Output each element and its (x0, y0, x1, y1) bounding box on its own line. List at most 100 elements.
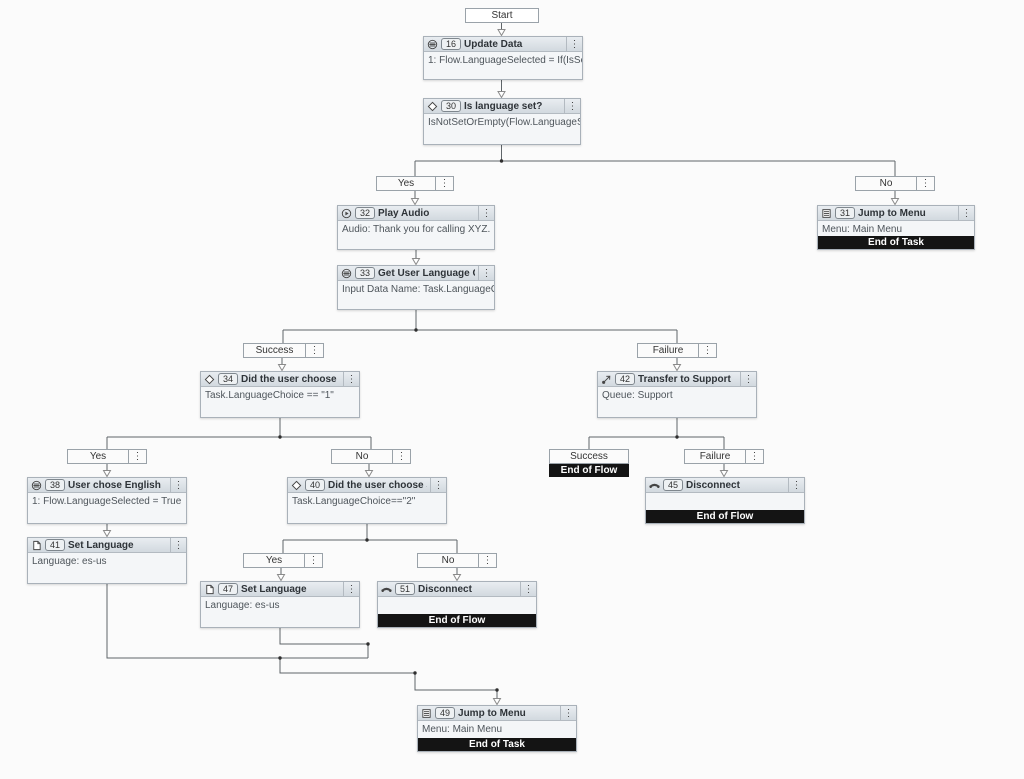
node-title: Disconnect (418, 583, 472, 595)
kebab-menu-icon[interactable]: ⋮ (343, 582, 359, 596)
node-title: Did the user choose English? (241, 373, 340, 385)
node-body: Audio: Thank you for calling XYZ. (342, 224, 491, 235)
node-body (646, 493, 804, 499)
kebab-menu-icon[interactable]: ⋮ (304, 554, 322, 567)
kebab-menu-icon[interactable]: ⋮ (478, 266, 494, 280)
branch-label-no[interactable]: No ⋮ (417, 553, 497, 568)
kebab-menu-icon[interactable]: ⋮ (740, 372, 756, 386)
kebab-menu-icon[interactable]: ⋮ (745, 450, 763, 463)
kebab-menu-icon[interactable]: ⋮ (564, 99, 580, 113)
node-number-badge: 31 (835, 207, 856, 219)
kebab-menu-icon[interactable]: ⋮ (478, 206, 494, 220)
node-header: 45 Disconnect ⋮ (646, 478, 804, 493)
node-title: Play Audio (378, 207, 430, 219)
branch-label-no[interactable]: No ⋮ (331, 449, 411, 464)
menu-icon (421, 708, 432, 719)
node-number-badge: 51 (395, 583, 416, 595)
branch-label-text: Success (570, 451, 608, 462)
node-title: Set Language (68, 539, 134, 551)
node-number-badge: 16 (441, 38, 462, 50)
kebab-menu-icon[interactable]: ⋮ (170, 538, 186, 552)
node-disconnect-45[interactable]: 45 Disconnect ⋮ End of Flow (645, 477, 805, 524)
kebab-menu-icon[interactable]: ⋮ (170, 478, 186, 492)
branch-label-text: No (879, 178, 893, 189)
node-play-audio-32[interactable]: 32 Play Audio ⋮ Audio: Thank you for cal… (337, 205, 495, 250)
branch-label-success[interactable]: Success (549, 449, 629, 464)
node-body: 1: Flow.LanguageSelected = True (32, 496, 182, 507)
start-node[interactable]: Start (465, 8, 539, 23)
audio-icon (341, 208, 352, 219)
kebab-menu-icon[interactable]: ⋮ (478, 554, 496, 567)
node-number-badge: 30 (441, 100, 462, 112)
node-header: 49 Jump to Menu ⋮ (418, 706, 576, 721)
node-jump-to-menu-49[interactable]: 49 Jump to Menu ⋮ Menu: Main Menu End of… (417, 705, 577, 752)
node-disconnect-51[interactable]: 51 Disconnect ⋮ End of Flow (377, 581, 537, 628)
kebab-menu-icon[interactable]: ⋮ (305, 344, 323, 357)
node-title: Did the user choose Spanish? (328, 479, 427, 491)
branch-label-text: Failure (652, 345, 684, 356)
node-did-user-choose-english-34[interactable]: 34 Did the user choose English? ⋮ Task.L… (200, 371, 360, 418)
kebab-menu-icon[interactable]: ⋮ (698, 344, 716, 357)
end-of-flow-bar: End of Flow (549, 464, 629, 477)
node-get-user-language-choice-33[interactable]: 33 Get User Language Choice ⋮ Input Data… (337, 265, 495, 310)
node-header: 51 Disconnect ⋮ (378, 582, 536, 597)
end-of-flow-bar: End of Flow (646, 510, 804, 523)
branch-label-failure[interactable]: Failure ⋮ (637, 343, 717, 358)
node-body: Input Data Name: Task.LanguageChoice (342, 284, 494, 295)
branch-label-no[interactable]: No ⋮ (855, 176, 935, 191)
branch-label-text: No (355, 451, 369, 462)
kebab-menu-icon[interactable]: ⋮ (430, 478, 446, 492)
node-transfer-to-support-42[interactable]: 42 Transfer to Support ⋮ Queue: Support (597, 371, 757, 418)
kebab-menu-icon[interactable]: ⋮ (520, 582, 536, 596)
node-is-language-set-30[interactable]: 30 Is language set? ⋮ IsNotSetOrEmpty(Fl… (423, 98, 581, 145)
node-body (378, 597, 536, 603)
branch-label-yes[interactable]: Yes ⋮ (376, 176, 454, 191)
node-title: Get User Language Choice (378, 267, 475, 279)
menu-icon (821, 208, 832, 219)
node-body: Language: es-us (205, 600, 280, 611)
node-jump-to-menu-31[interactable]: 31 Jump to Menu ⋮ Menu: Main Menu End of… (817, 205, 975, 250)
node-set-language-47[interactable]: 47 Set Language ⋮ Language: es-us (200, 581, 360, 628)
node-update-data-16[interactable]: 16 Update Data ⋮ 1: Flow.LanguageSelecte… (423, 36, 583, 80)
end-of-task-bar: End of Task (818, 236, 974, 249)
node-header: 42 Transfer to Support ⋮ (598, 372, 756, 387)
kebab-menu-icon[interactable]: ⋮ (958, 206, 974, 220)
branch-label-failure[interactable]: Failure ⋮ (684, 449, 764, 464)
node-body: 1: Flow.LanguageSelected = If(IsSet(Flow… (428, 55, 582, 66)
node-header: 31 Jump to Menu ⋮ (818, 206, 974, 221)
node-title: Jump to Menu (458, 707, 526, 719)
kebab-menu-icon[interactable]: ⋮ (392, 450, 410, 463)
branch-label-text: No (441, 555, 455, 566)
node-header: 33 Get User Language Choice ⋮ (338, 266, 494, 281)
kebab-menu-icon[interactable]: ⋮ (435, 177, 453, 190)
branch-label-text: Success (255, 345, 294, 356)
kebab-menu-icon[interactable]: ⋮ (788, 478, 804, 492)
node-user-chose-english-38[interactable]: 38 User chose English ⋮ 1: Flow.Language… (27, 477, 187, 524)
branch-label-yes[interactable]: Yes ⋮ (67, 449, 147, 464)
kebab-menu-icon[interactable]: ⋮ (343, 372, 359, 386)
node-did-user-choose-spanish-40[interactable]: 40 Did the user choose Spanish? ⋮ Task.L… (287, 477, 447, 524)
start-label: Start (491, 10, 513, 21)
kebab-menu-icon[interactable]: ⋮ (916, 177, 934, 190)
kebab-menu-icon[interactable]: ⋮ (128, 450, 146, 463)
node-body: Task.LanguageChoice == "1" (205, 390, 334, 401)
branch-label-text: Yes (265, 555, 283, 566)
node-header: 47 Set Language ⋮ (201, 582, 359, 597)
node-number-badge: 32 (355, 207, 376, 219)
node-number-badge: 49 (435, 707, 456, 719)
node-body: Menu: Main Menu (822, 224, 903, 235)
branch-label-yes[interactable]: Yes ⋮ (243, 553, 323, 568)
end-of-flow-label: End of Flow (560, 465, 618, 476)
doc-icon (31, 540, 42, 551)
node-body: Language: es-us (32, 556, 107, 567)
branch-label-success[interactable]: Success ⋮ (243, 343, 324, 358)
node-body: IsNotSetOrEmpty(Flow.LanguageSelected) (428, 117, 580, 128)
node-set-language-41[interactable]: 41 Set Language ⋮ Language: es-us (27, 537, 187, 584)
node-number-badge: 34 (218, 373, 239, 385)
node-number-badge: 38 (45, 479, 66, 491)
kebab-menu-icon[interactable]: ⋮ (566, 37, 582, 51)
node-title: Jump to Menu (858, 207, 926, 219)
branch-label-text: Yes (397, 178, 415, 189)
kebab-menu-icon[interactable]: ⋮ (560, 706, 576, 720)
